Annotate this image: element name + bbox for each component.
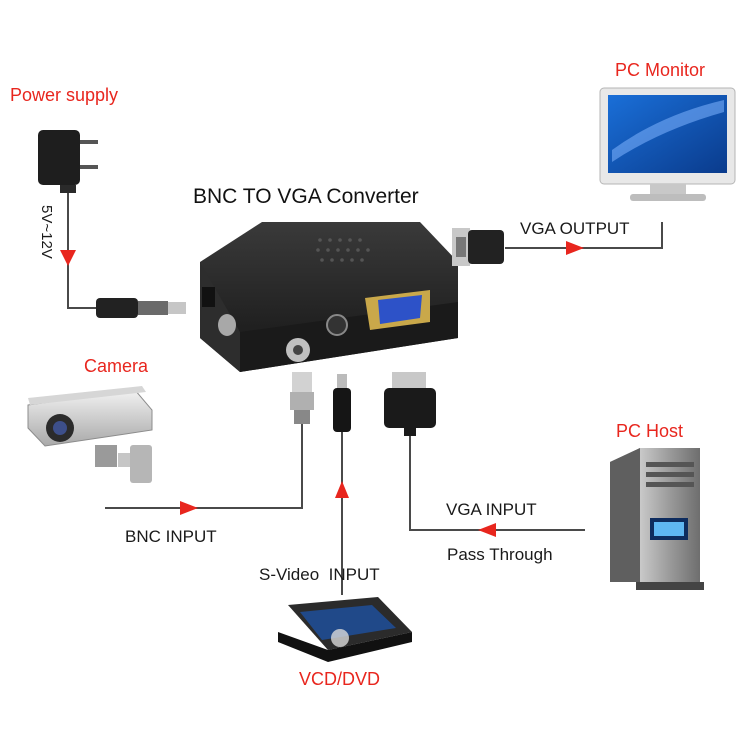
- connection-lines: [67, 185, 663, 595]
- bnc-input-arrow: [180, 501, 198, 515]
- monitor-icon: [599, 87, 736, 201]
- vga-output-label: VGA OUTPUT: [520, 219, 630, 238]
- camera-icon: [27, 386, 153, 483]
- svideo-plug-icon: [333, 374, 351, 432]
- svideo-input-label: S-Video INPUT: [259, 565, 380, 584]
- bnc-plug-icon: [290, 372, 314, 424]
- power-cable-line: [67, 185, 100, 309]
- camera-label: Camera: [84, 356, 149, 376]
- vga-input-line: [409, 425, 585, 531]
- dc-plug-icon: [96, 298, 186, 318]
- power-supply-label: Power supply: [10, 85, 119, 105]
- vga-input-arrow: [478, 523, 496, 537]
- vga-output-line: [505, 222, 663, 249]
- diagram-title: BNC TO VGA Converter: [193, 185, 419, 208]
- pc-tower-icon: [610, 448, 704, 590]
- vga-plug-input-icon: [384, 372, 436, 436]
- converter-box-icon: [200, 222, 458, 372]
- power-arrow: [60, 250, 76, 266]
- vcd-dvd-label: VCD/DVD: [299, 669, 381, 689]
- pc-monitor-label: PC Monitor: [615, 60, 706, 80]
- bnc-input-line: [105, 420, 303, 509]
- power-adapter-icon: [38, 130, 98, 193]
- svideo-input-arrow: [335, 481, 349, 498]
- pc-host-label: PC Host: [616, 421, 684, 441]
- vga-input-label: VGA INPUT: [446, 500, 537, 519]
- vga-plug-output-icon: [452, 228, 504, 266]
- pass-through-label: Pass Through: [447, 545, 553, 564]
- dvd-player-icon: [278, 597, 412, 662]
- bnc-input-label: BNC INPUT: [125, 527, 217, 546]
- flow-arrows: [60, 241, 584, 537]
- vga-output-arrow: [566, 241, 584, 255]
- voltage-label: 5V~12V: [38, 205, 55, 259]
